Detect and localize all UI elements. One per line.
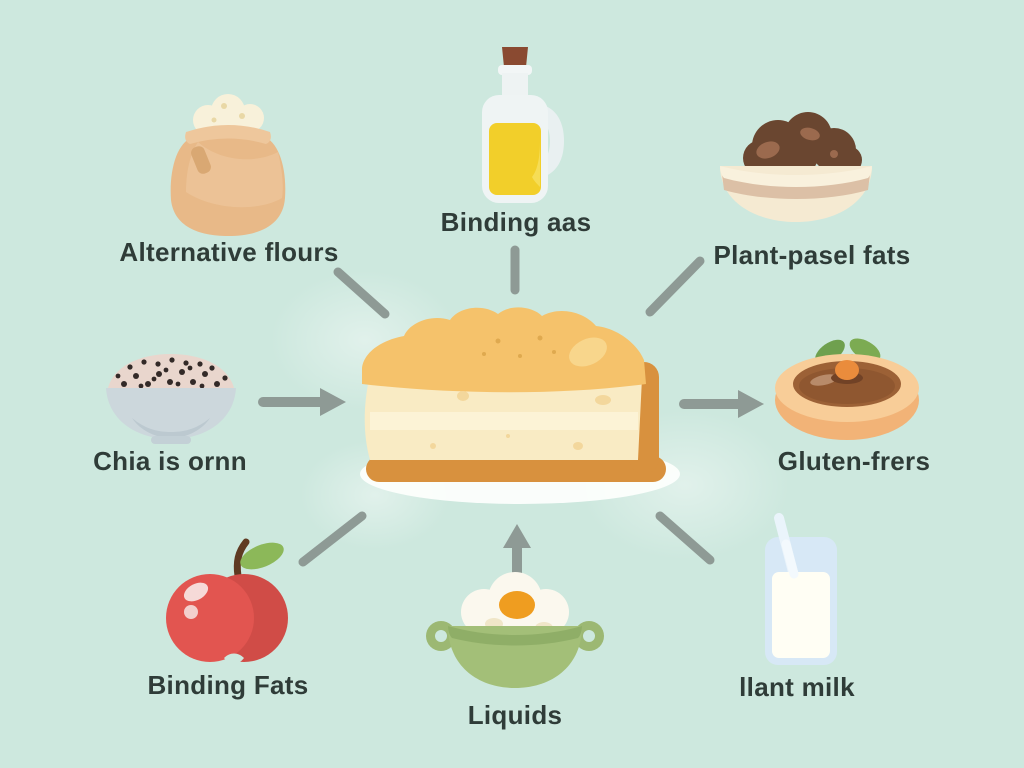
gluten-free-bread-icon — [775, 338, 919, 440]
arrow-liquids-to-cake — [503, 524, 531, 581]
arrow-cake-to-gluten — [679, 390, 764, 418]
egg-bowl-icon — [426, 572, 604, 688]
label-binding-aas: Binding aas — [440, 207, 592, 237]
label-gluten-frers: Gluten-frers — [777, 446, 931, 476]
label-llant-milk: llant milk — [739, 672, 855, 702]
label-binding-fats: Binding Fats — [147, 670, 309, 700]
label-plant-pasel-fats: Plant-pasel fats — [713, 240, 911, 270]
item-gluten-frers — [772, 326, 922, 449]
arrow-chia-to-cake — [258, 388, 346, 416]
item-binding-aas — [452, 35, 577, 215]
date-paste-bowl-icon — [720, 112, 872, 222]
chia-seed-bowl-icon — [106, 354, 236, 444]
milk-glass-icon — [765, 513, 837, 665]
apple-icon — [166, 538, 288, 664]
item-binding-fats — [158, 528, 290, 675]
arrow-apple-to-cake — [298, 511, 367, 567]
arrow-cake-to-milk — [655, 511, 715, 565]
flour-sack-icon — [170, 94, 286, 236]
item-liquids — [424, 570, 606, 701]
label-liquids: Liquids — [467, 700, 563, 730]
label-chia-is-ornn: Chia is ornn — [93, 446, 247, 476]
oil-bottle-icon — [482, 47, 564, 203]
label-alternative-flours: Alternative flours — [119, 237, 339, 267]
item-llant-milk — [740, 510, 845, 675]
item-chia-is-ornn — [96, 342, 246, 452]
item-plant-pasel-fats — [706, 98, 886, 233]
item-alternative-flours — [158, 80, 298, 245]
cake-slice-icon — [360, 307, 680, 504]
